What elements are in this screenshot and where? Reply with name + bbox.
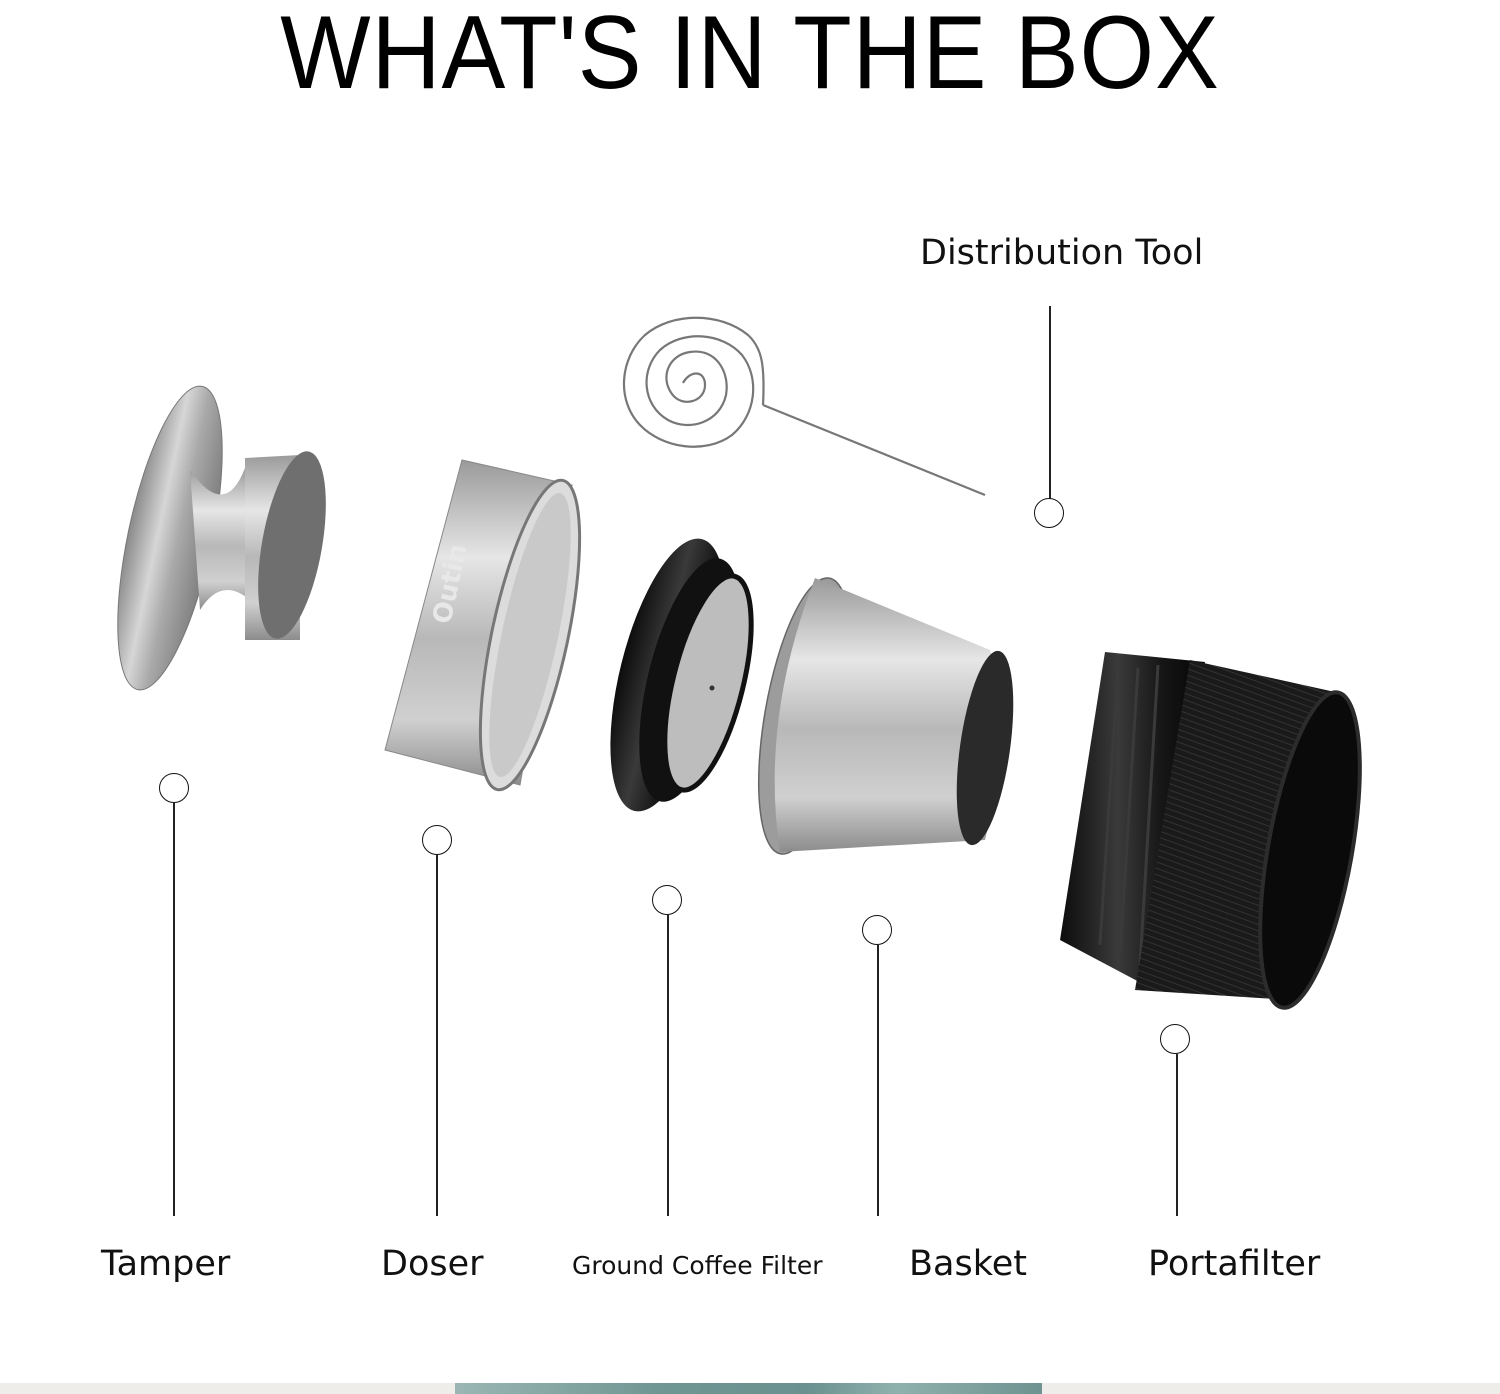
callout-line-distribution-tool	[1049, 306, 1051, 499]
ground-coffee-filter-illustration	[610, 538, 754, 812]
callout-dot-distribution-tool	[1034, 498, 1064, 528]
basket-illustration	[757, 577, 1014, 855]
callout-line-ground-coffee-filter	[667, 915, 669, 1216]
callout-line-basket	[877, 945, 879, 1216]
callout-dot-doser	[422, 825, 452, 855]
label-ground-coffee-filter: Ground Coffee Filter	[572, 1251, 823, 1280]
callout-dot-portafilter	[1160, 1024, 1190, 1054]
callout-line-tamper	[173, 803, 175, 1216]
callout-dot-basket	[862, 915, 892, 945]
distribution-tool-illustration	[622, 316, 986, 497]
callout-line-portafilter	[1176, 1054, 1178, 1216]
callout-line-doser	[436, 855, 438, 1216]
label-tamper: Tamper	[101, 1244, 231, 1284]
label-portafilter: Portafilter	[1148, 1244, 1321, 1284]
label-distribution-tool: Distribution Tool	[920, 233, 1204, 273]
tamper-illustration	[117, 385, 326, 691]
label-doser: Doser	[381, 1244, 484, 1284]
page-title: WHAT'S IN THE BOX	[280, 0, 1220, 111]
footer-teal-band	[455, 1383, 1042, 1394]
callout-dot-ground-coffee-filter	[652, 885, 682, 915]
callout-dot-tamper	[159, 773, 189, 803]
label-basket: Basket	[909, 1244, 1027, 1284]
portafilter-illustration	[1060, 652, 1362, 1010]
doser-illustration: Outin	[384, 459, 582, 792]
footer-image-strip	[0, 1383, 1500, 1394]
